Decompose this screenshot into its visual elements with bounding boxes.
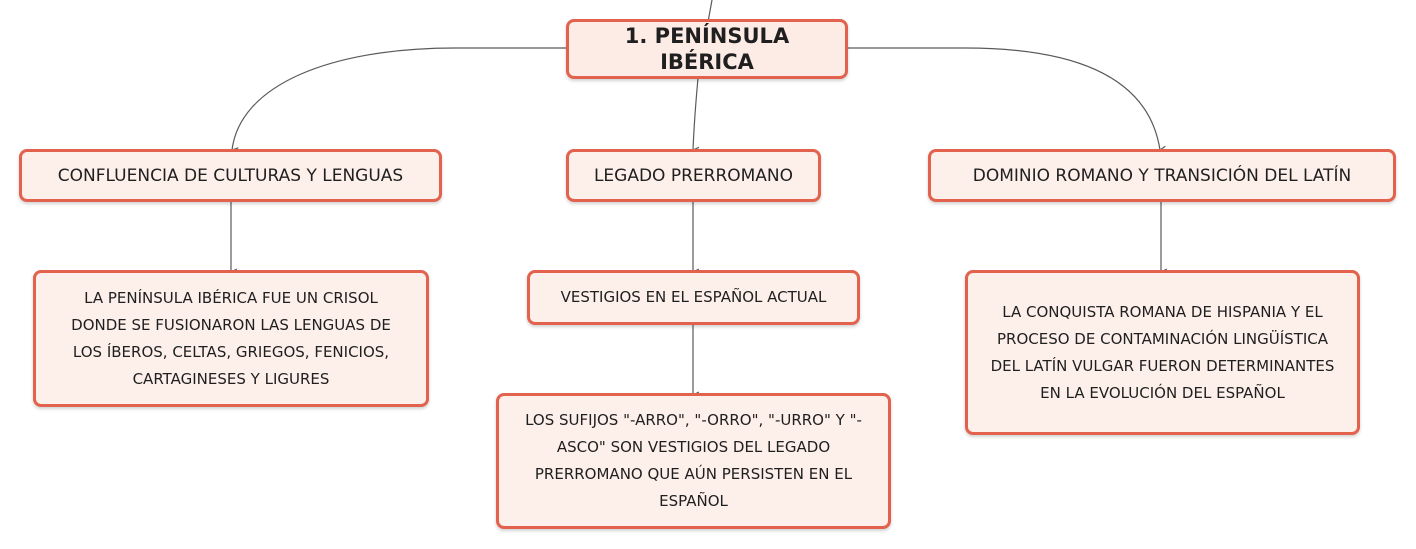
leaf-topic-text: LA PENÍNSULA IBÉRICA FUE UN CRISOL DONDE… <box>71 288 391 388</box>
subtopic-label: VESTIGIOS EN EL ESPAÑOL ACTUAL <box>560 288 827 306</box>
branch-topic-label: CONFLUENCIA DE CULTURAS Y LENGUAS <box>57 165 404 186</box>
branch-topic-cultures[interactable]: CONFLUENCIA DE CULTURAS Y LENGUAS <box>19 149 442 202</box>
connector-root-to-branch-1 <box>232 47 566 150</box>
leaf-topic-text: LOS SUFIJOS "-ARRO", "-ORRO", "-URRO" Y … <box>525 411 862 510</box>
leaf-topic-suffixes[interactable]: LOS SUFIJOS "-ARRO", "-ORRO", "-URRO" Y … <box>496 393 891 529</box>
branch-topic-label: LEGADO PRERROMANO <box>593 165 794 186</box>
leaf-topic-text: LA CONQUISTA ROMANA DE HISPANIA Y EL PRO… <box>990 302 1335 402</box>
subtopic-vestiges[interactable]: VESTIGIOS EN EL ESPAÑOL ACTUAL <box>527 270 860 325</box>
connector-root-to-branch-3 <box>847 47 1160 150</box>
branch-topic-prerroman[interactable]: LEGADO PRERROMANO <box>566 149 821 202</box>
root-topic[interactable]: 1. PENÍNSULA IBÉRICA <box>566 19 848 79</box>
connector-root-to-branch-2 <box>693 77 698 150</box>
leaf-topic-crucible[interactable]: LA PENÍNSULA IBÉRICA FUE UN CRISOL DONDE… <box>33 270 429 407</box>
branch-topic-label: DOMINIO ROMANO Y TRANSICIÓN DEL LATÍN <box>972 165 1352 186</box>
leaf-topic-roman-conquest[interactable]: LA CONQUISTA ROMANA DE HISPANIA Y EL PRO… <box>965 270 1360 435</box>
connector-incoming-top <box>707 0 713 23</box>
branch-topic-roman[interactable]: DOMINIO ROMANO Y TRANSICIÓN DEL LATÍN <box>928 149 1396 202</box>
root-topic-label: 1. PENÍNSULA IBÉRICA <box>624 24 790 74</box>
